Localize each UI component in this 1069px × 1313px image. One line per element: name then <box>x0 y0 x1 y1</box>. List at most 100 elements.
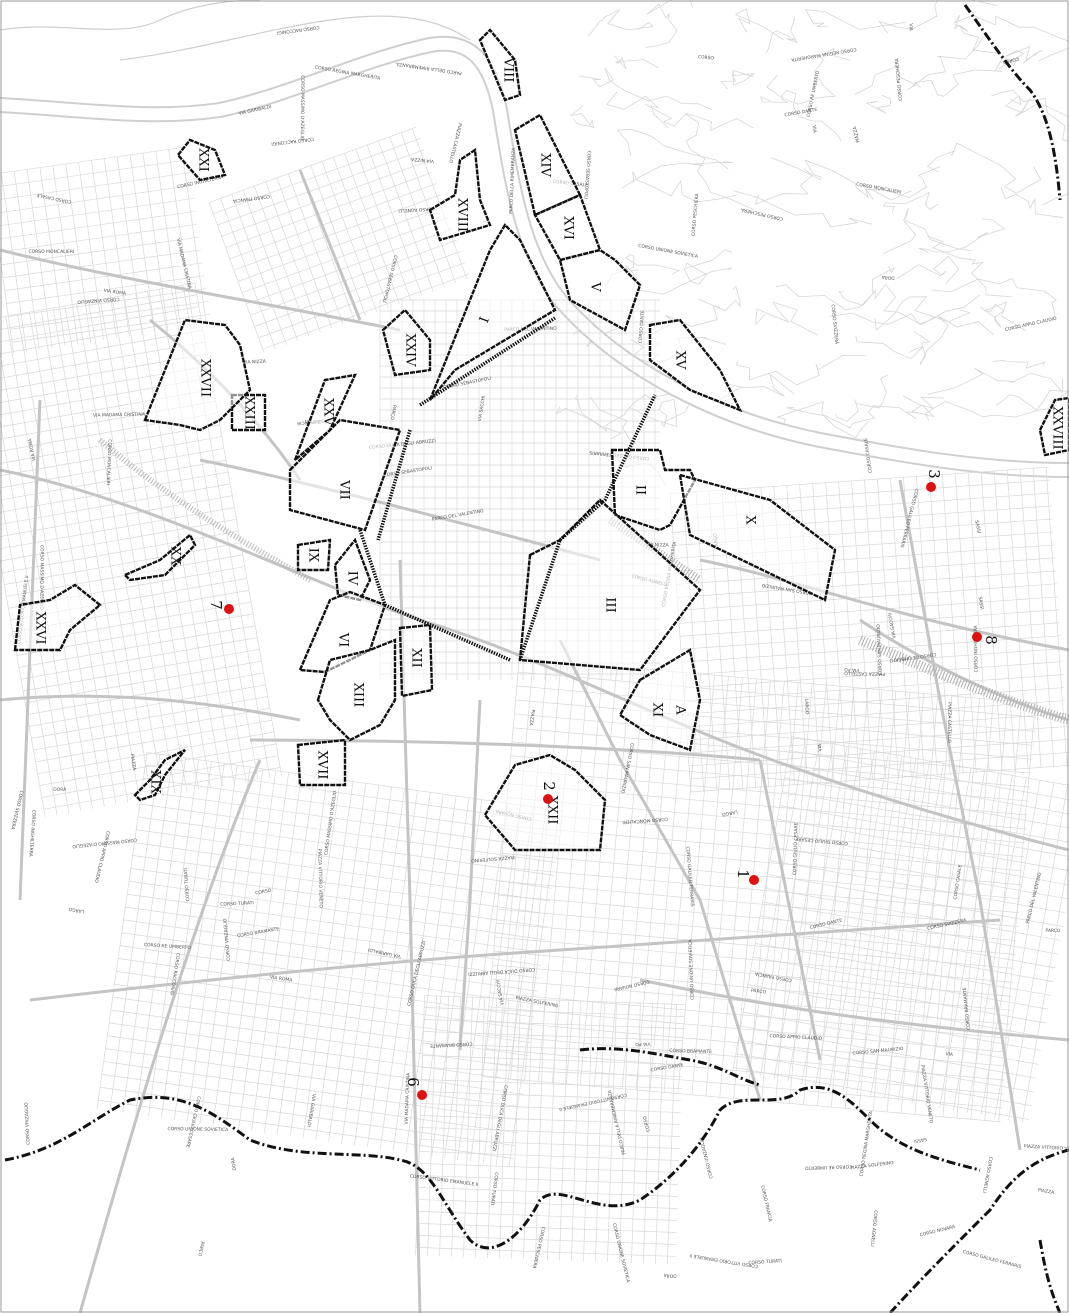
street-label: CORSO MONCALIERI <box>105 439 113 485</box>
marker-2-label: 2 <box>540 781 558 791</box>
street-label: CORSO SAN MAURIZIO <box>852 1046 904 1057</box>
street-label: CORSO AGNELLI <box>869 1210 878 1247</box>
street-label: VIA PO <box>844 666 860 673</box>
street-label: CORSO PESCHIERA <box>894 57 904 101</box>
street-label: PIAZZA CASTELLO <box>946 702 952 743</box>
street-label: CORSO MONCALIERI <box>28 249 74 255</box>
street-label: CORSO SEBASTOPOLI <box>582 150 591 199</box>
zone-xxviii-label: XXVIII <box>1050 406 1065 449</box>
marker-3-dot <box>926 482 936 492</box>
marker-3-label: 3 <box>925 469 943 479</box>
marker-6-label: 6 <box>404 1077 422 1087</box>
street-label: PIAZZA VITTORIO VENETO <box>1024 1144 1069 1154</box>
street-label: VIA NIZZA <box>646 542 670 548</box>
zone-xxvi-label: XXVI <box>33 611 48 644</box>
zone-vii-label: VII <box>337 479 352 500</box>
zone-ii-label: II <box>633 485 648 495</box>
zone-xvi-label: XVI <box>561 216 576 240</box>
street-label: CORSO APPIO CLAUDIO <box>769 1033 823 1042</box>
street-label: VIA PO <box>635 1041 651 1047</box>
street-label: LARGO <box>68 906 85 915</box>
street-label: VIA GARIBALDI <box>305 1093 316 1127</box>
zone-xix-outline <box>133 748 186 802</box>
street-label: CORSO UNIONE SOVIETICA <box>167 1126 229 1133</box>
street-label: DORA <box>881 274 895 281</box>
zone-xxiv-outline <box>381 308 432 377</box>
zone-xvii-outline <box>296 738 347 787</box>
zone-xx-outline <box>122 533 197 582</box>
street-label: CORSO DANTE <box>784 107 818 119</box>
city-boundary <box>4 4 1069 1313</box>
zone-a-label: A <box>673 704 688 715</box>
zone-xxi-label: XXI <box>196 148 211 172</box>
hatched-avenue <box>376 429 412 541</box>
zone-ix-label: IX <box>306 548 321 563</box>
zone-xvii-label: XVII <box>315 751 330 780</box>
street-label: CORSO SAN MAURIZIO <box>876 624 884 676</box>
street-label: CORSO VINZAGLIO <box>77 296 120 305</box>
street-label: PARCO DELLA RIMEMBRANZA <box>508 147 517 214</box>
zone-xiii-label: XIII <box>351 683 366 708</box>
street-label: CORSO BRAMANTE <box>669 1048 712 1055</box>
marker-8-dot <box>972 632 982 642</box>
river <box>0 0 1069 478</box>
street-label: VIA NIZZA <box>410 156 434 164</box>
street-label: VIA MADAMA CRISTINA <box>93 412 146 419</box>
marker-1-dot <box>749 875 759 885</box>
street-label: CORSO RE UMBERTO <box>804 1163 852 1171</box>
street-label: CORSO BRAMANTE <box>430 1040 473 1048</box>
street-label: CORSO CASALE <box>952 864 963 900</box>
street-label: VIA <box>811 125 818 134</box>
zone-xxiv-label: XXIV <box>403 333 418 367</box>
street-label: CORSO GIULIO CESARE <box>792 822 800 875</box>
street-label: LARGO <box>803 699 810 716</box>
street-label: SASSI <box>973 520 981 534</box>
street-label: CORSO DUCA DEGLI ABRUZZI <box>468 966 535 977</box>
street-label: CORSO VINZAGLIO <box>222 918 232 961</box>
zone-xviii-outline <box>428 147 492 242</box>
zone-viii-label: VIII <box>501 57 516 83</box>
street-label: PARCO <box>196 1241 205 1257</box>
zone-xi-label: XI <box>650 703 665 717</box>
zone-xxv-outline <box>293 373 358 461</box>
zone-vi-label: VI <box>336 632 351 648</box>
street-label: CORSO INGHILTERRA <box>973 624 980 672</box>
street-label: CORSO RACCONIGI <box>276 24 319 36</box>
street-label: CORSO TURATI <box>183 868 191 902</box>
zone-iii-label: III <box>603 597 618 612</box>
zone-viii-outline <box>478 28 522 102</box>
street-label: PARCO <box>751 988 767 996</box>
zone-xiii-outline <box>316 638 397 742</box>
marker-2-dot <box>543 794 553 804</box>
hatched-avenue <box>358 529 387 606</box>
street-label: VIA SACCHI <box>477 395 487 421</box>
zone-xxvii-label: XXVII <box>198 359 213 397</box>
zone-xx-label: XX <box>168 547 183 566</box>
street-label: PARCO <box>1045 928 1061 934</box>
street-label: VIA <box>945 1051 954 1058</box>
street-label: PIAZZA <box>527 709 535 727</box>
street-label: CORSO RACCONIGI <box>271 136 314 147</box>
street-label: CORSO TURATI <box>489 1172 499 1206</box>
zone-xxv-label: XXV <box>321 398 336 427</box>
street-label: VIA MADAMA CRISTINA <box>404 1072 412 1125</box>
zone-v-label: V <box>588 281 603 292</box>
street-label: CORSO SVIZZERA <box>830 304 840 345</box>
zone-xii-outline <box>398 623 434 698</box>
street-label: CORSO CASALE <box>863 437 874 473</box>
street-label: CORSO <box>1002 56 1020 65</box>
street-label: CORSO GALILEO FERRARIS <box>684 846 695 907</box>
street-label: CORSO MASSIMO D'AZEGLIO <box>299 75 306 141</box>
street-label: VIA SACCHI <box>887 612 898 639</box>
marker-1-label: 1 <box>734 869 752 879</box>
street-label: VIA ROMA <box>270 974 294 983</box>
street-label: CORSO <box>698 54 715 62</box>
street-label: PIAZZA VITTORIO VENETO <box>316 849 323 909</box>
street-label: DORA <box>230 1156 238 1171</box>
zone-iv-outline <box>333 537 372 602</box>
zone-xxvii-outline <box>143 318 252 432</box>
street-label: CORSO UNIONE SOVIETICA <box>688 938 696 1000</box>
